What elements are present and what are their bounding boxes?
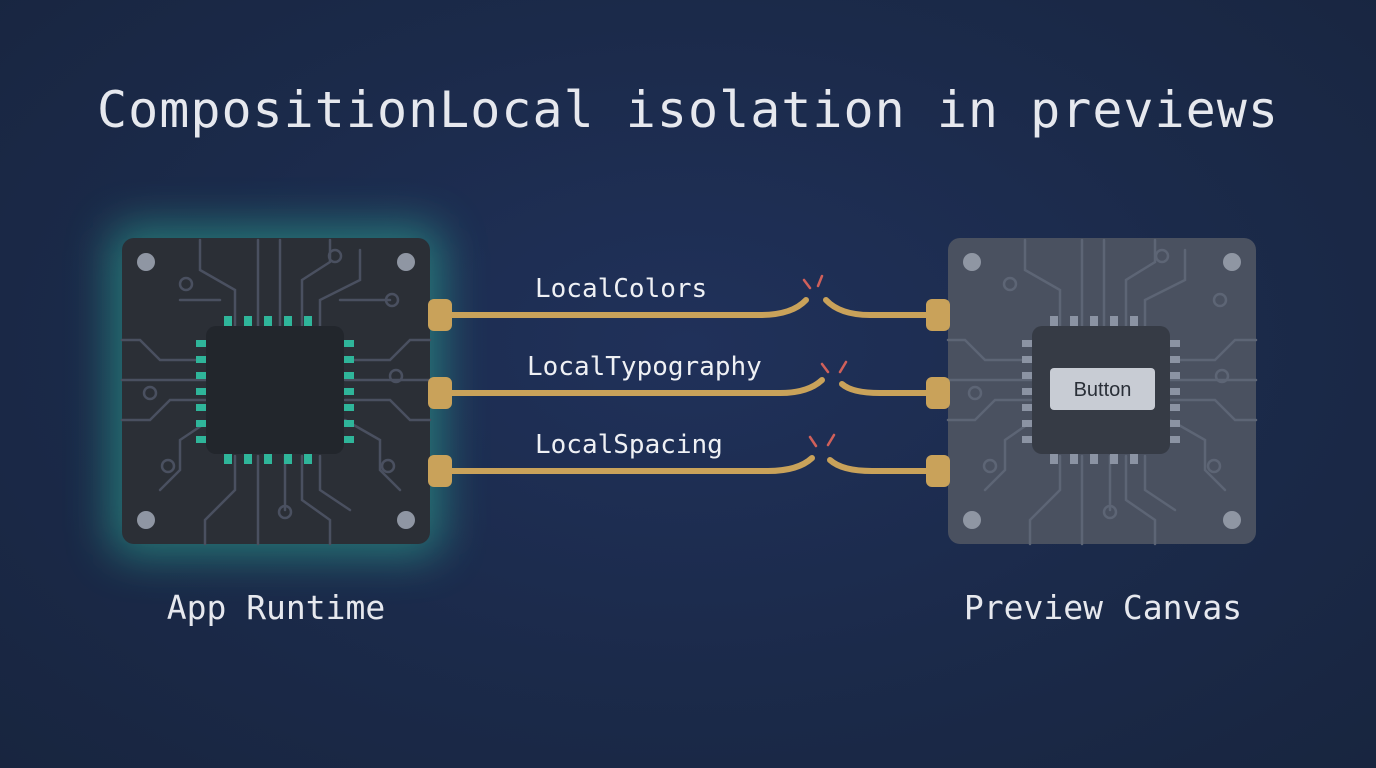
- preview-canvas-traces: [946, 238, 1258, 546]
- wire-local-typography-break-spark: [820, 360, 848, 374]
- preview-canvas-mount-holes: [963, 253, 1241, 529]
- preview-button[interactable]: Button: [1050, 368, 1155, 410]
- preview-canvas-board: Button: [926, 238, 1258, 546]
- preview-canvas-connectors: [926, 299, 950, 487]
- wire-local-typography-label: LocalTypography: [527, 352, 762, 382]
- preview-canvas-chip-pins: [1022, 316, 1180, 464]
- app-runtime-chip: [206, 326, 344, 454]
- app-runtime-chip-pins: [196, 316, 354, 464]
- app-runtime-connectors: [428, 299, 452, 487]
- wire-local-typography-left-segment: [449, 377, 825, 396]
- wire-local-colors-label: LocalColors: [535, 274, 707, 304]
- app-runtime-traces: [120, 238, 432, 546]
- app-runtime-vias: [142, 248, 404, 520]
- wire-local-spacing-label: LocalSpacing: [535, 430, 723, 460]
- wire-local-colors: LocalColors: [449, 274, 931, 318]
- wire-local-spacing-break-spark: [808, 433, 836, 448]
- page-title: CompositionLocal isolation in previews: [97, 81, 1279, 139]
- preview-canvas-vias: [967, 248, 1230, 520]
- app-runtime-mount-holes: [137, 253, 415, 529]
- preview-button-body[interactable]: [1050, 368, 1155, 410]
- wire-local-spacing: LocalSpacing: [449, 430, 931, 474]
- wire-local-colors-right-segment: [823, 297, 931, 318]
- wire-local-typography-right-segment: [839, 381, 931, 396]
- wire-local-typography: LocalTypography: [449, 352, 931, 396]
- app-runtime-board: [110, 226, 452, 556]
- preview-button-label: Button: [1074, 379, 1132, 401]
- wire-local-colors-break-spark: [802, 274, 824, 290]
- wire-local-spacing-left-segment: [449, 455, 815, 474]
- app-runtime-caption: App Runtime: [166, 588, 386, 627]
- wire-local-colors-left-segment: [449, 297, 809, 318]
- preview-canvas-caption: Preview Canvas: [963, 588, 1243, 627]
- wire-local-spacing-right-segment: [827, 457, 931, 474]
